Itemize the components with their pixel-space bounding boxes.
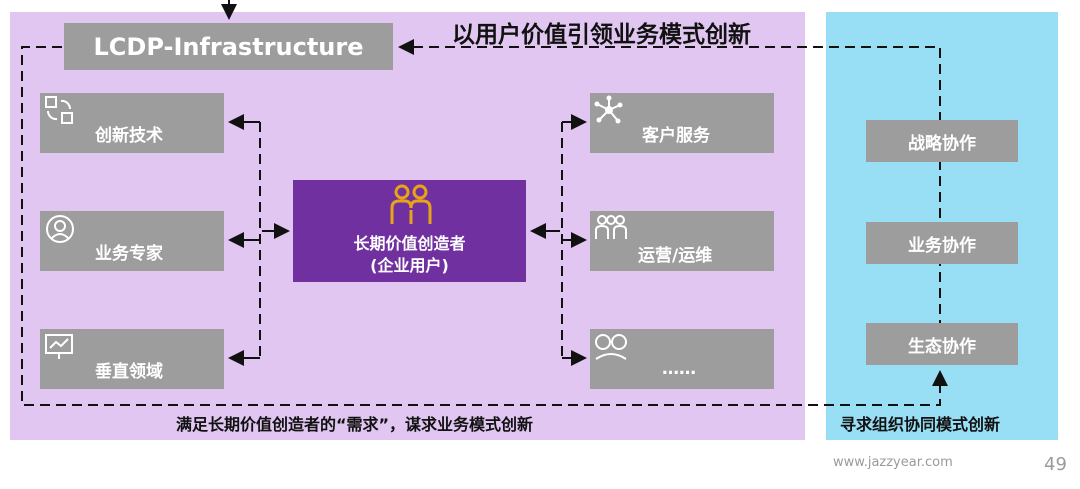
collab-label: 生态协作 xyxy=(908,336,976,357)
network-nodes-icon xyxy=(594,95,623,124)
collab-label: 业务协作 xyxy=(908,235,976,256)
collab-box-business: 业务协作 xyxy=(866,222,1018,264)
team-icon xyxy=(595,215,627,239)
left-box-label: 业务专家 xyxy=(95,244,163,264)
collab-label: 战略协作 xyxy=(908,133,976,154)
people-pair-icon xyxy=(390,184,432,224)
left-box-business-expert: 业务专家 xyxy=(40,211,224,271)
lcdp-infrastructure-box: LCDP-Infrastructure xyxy=(64,23,393,70)
page-title: 以用户价值引领业务模式创新 xyxy=(452,22,751,48)
collab-box-strategy: 战略协作 xyxy=(866,120,1018,162)
lcdp-label: LCDP-Infrastructure xyxy=(93,32,364,61)
right-caption: 寻求组织协同模式创新 xyxy=(840,415,1001,434)
expert-head-icon xyxy=(46,215,74,243)
center-line2: (企业用户) xyxy=(370,256,449,275)
cycle-arrows-icon xyxy=(45,96,73,124)
center-value-creator-box: 长期价值创造者 (企业用户) xyxy=(293,180,526,282)
people-faces-icon xyxy=(595,334,627,360)
page-number: 49 xyxy=(1044,454,1067,475)
monitor-chart-icon xyxy=(45,334,73,359)
center-line1: 长期价值创造者 xyxy=(353,234,466,253)
right-box-more: …… xyxy=(590,329,774,389)
right-box-label: 运营/运维 xyxy=(638,246,713,266)
bottom-caption: 满足长期价值创造者的“需求”，谋求业务模式创新 xyxy=(176,415,534,434)
right-box-label: …… xyxy=(662,359,696,379)
left-box-vertical-domain: 垂直领域 xyxy=(40,329,224,389)
left-box-innovation-tech: 创新技术 xyxy=(40,93,224,153)
left-box-label: 垂直领域 xyxy=(95,362,163,382)
footer-url: www.jazzyear.com xyxy=(833,455,953,470)
right-box-operations: 运营/运维 xyxy=(590,211,774,271)
collab-box-ecosystem: 生态协作 xyxy=(866,323,1018,365)
right-box-label: 客户服务 xyxy=(642,126,710,146)
left-box-label: 创新技术 xyxy=(95,126,163,146)
right-box-customer-service: 客户服务 xyxy=(590,93,774,153)
